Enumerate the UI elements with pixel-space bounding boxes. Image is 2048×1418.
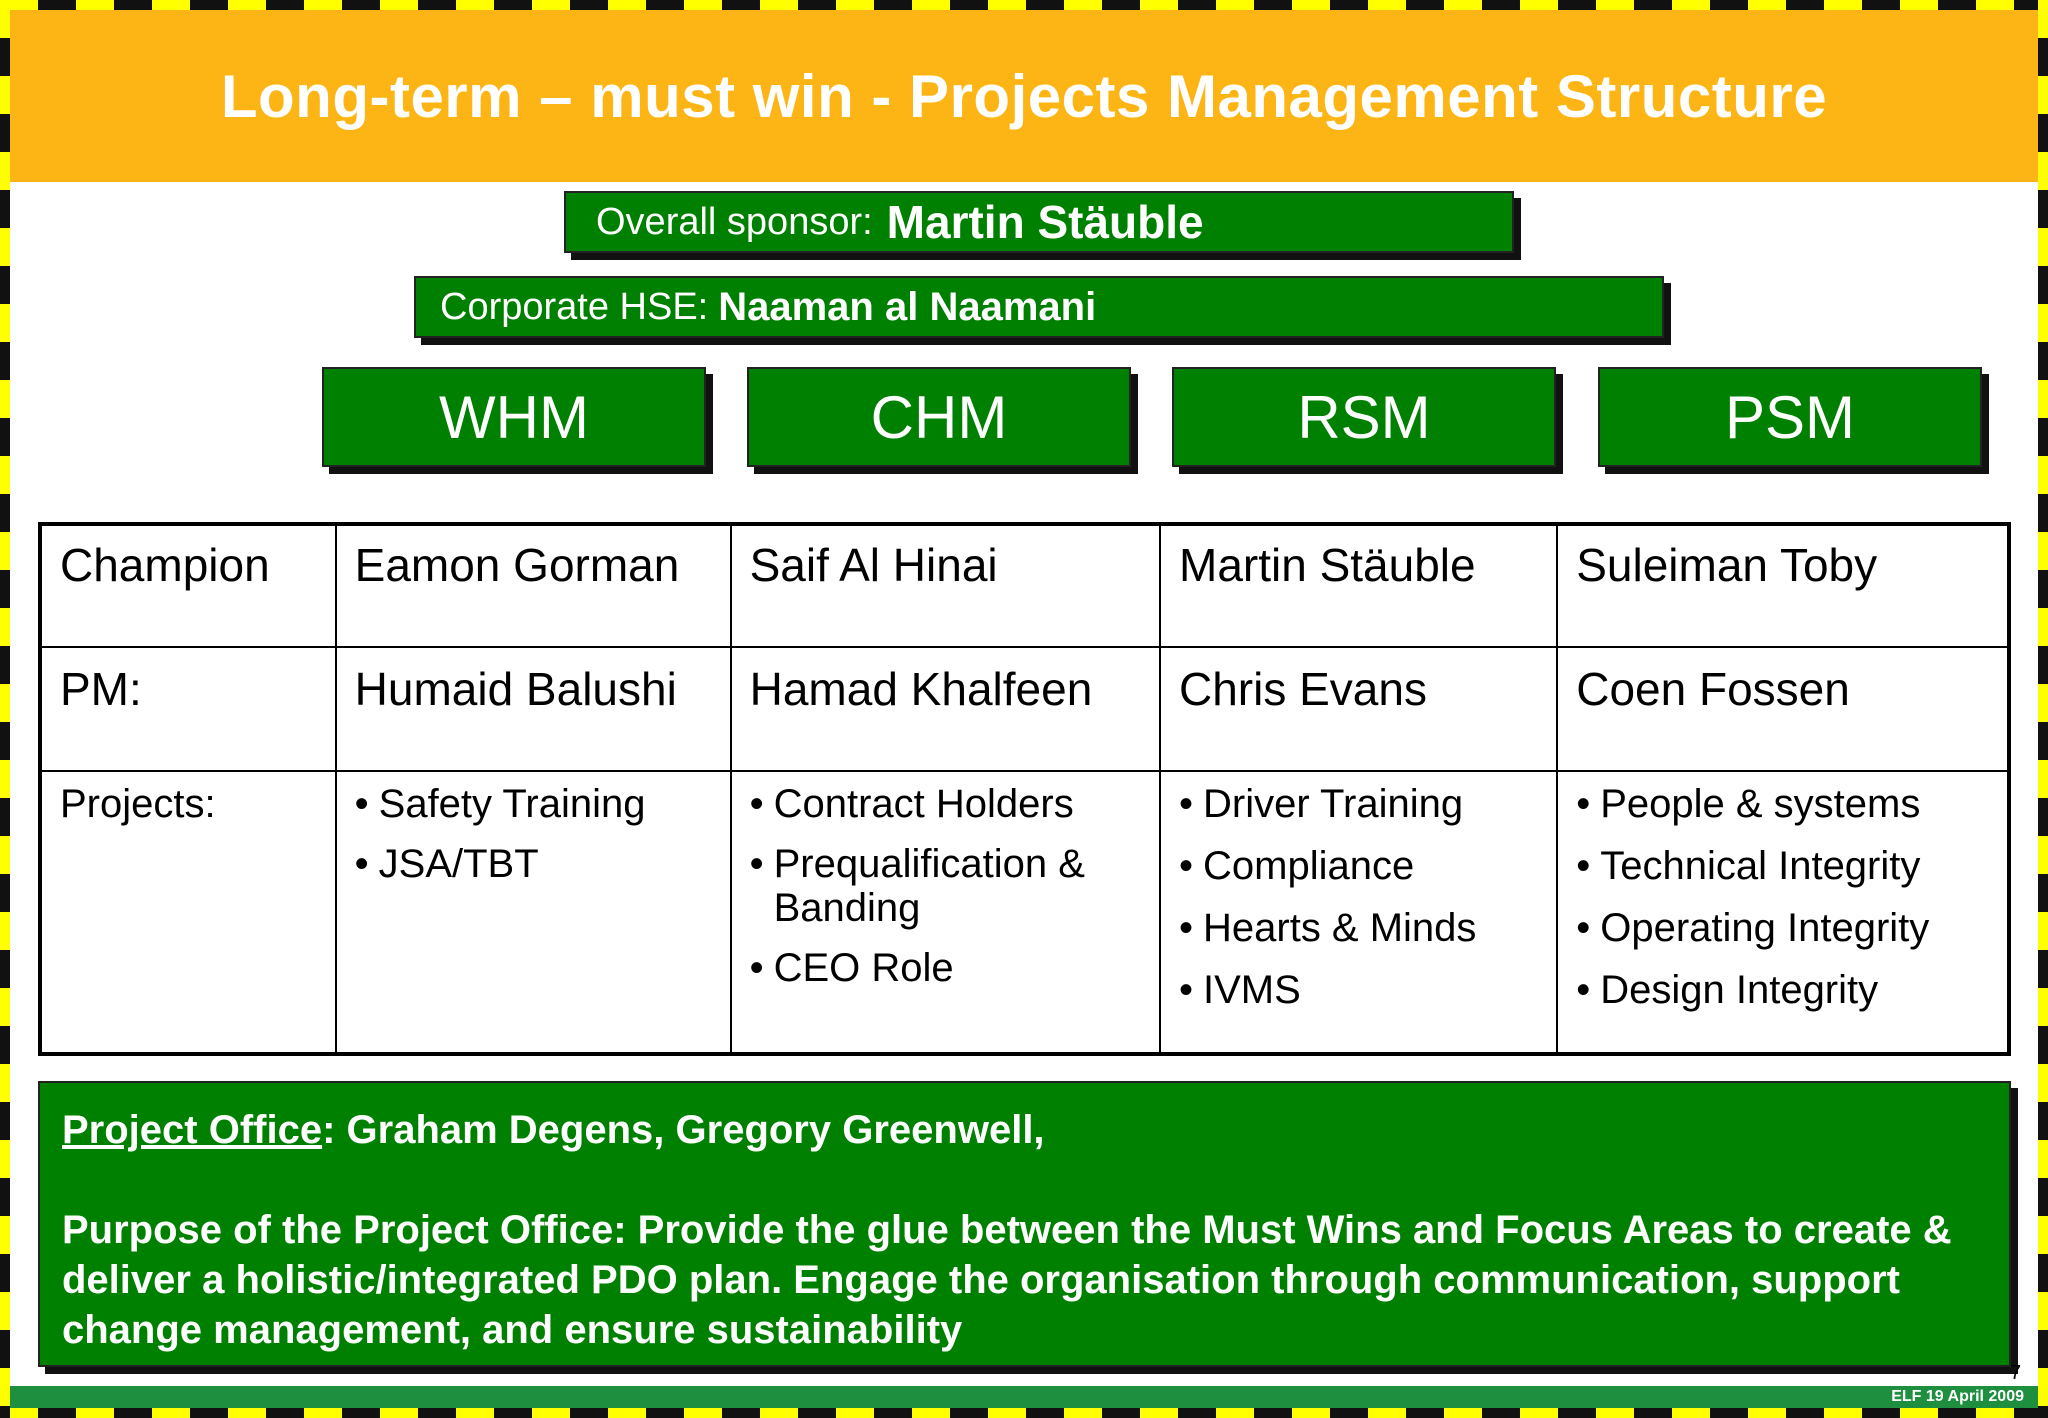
list-item: Contract Holders	[750, 782, 1159, 826]
list-item: Design Integrity	[1576, 968, 2007, 1012]
project-office-box: Project Office: Graham Degens, Gregory G…	[38, 1081, 2011, 1367]
overall-sponsor-box: Overall sponsor: Martin Stäuble	[564, 191, 1514, 253]
list-item: Hearts & Minds	[1179, 906, 1556, 950]
champion-cell: Martin Stäuble	[1158, 523, 1559, 648]
page-number: 7	[2010, 1362, 2022, 1384]
footer-text: ELF 19 April 2009	[1891, 1388, 2024, 1405]
title-bar: Long-term – must win - Projects Manageme…	[10, 10, 2038, 182]
project-office-purpose: Purpose of the Project Office: Provide t…	[62, 1208, 1952, 1352]
responsibility-table: Champion Eamon Gorman Saif Al Hinai Mart…	[38, 522, 2011, 1056]
sponsor-name: Martin Stäuble	[886, 196, 1204, 248]
project-office-names: : Graham Degens, Gregory Greenwell,	[322, 1108, 1045, 1152]
hse-name: Naaman al Naamani	[718, 284, 1097, 329]
project-list: Contract Holders Prequalification & Band…	[750, 782, 1159, 990]
table-row-pm: PM: Humaid Balushi Hamad Khalfeen Chris …	[39, 646, 2010, 772]
projects-cell: Safety Training JSA/TBT	[334, 770, 732, 1055]
project-list: People & systems Technical Integrity Ope…	[1576, 782, 2007, 1012]
champion-cell: Suleiman Toby	[1556, 523, 2010, 648]
projects-cell: People & systems Technical Integrity Ope…	[1556, 770, 2010, 1055]
project-office-label: Project Office	[62, 1108, 323, 1152]
list-item: CEO Role	[750, 946, 1159, 990]
dept-box-whm: WHM	[322, 367, 706, 467]
list-item: IVMS	[1179, 968, 1556, 1012]
list-item: Operating Integrity	[1576, 906, 2007, 950]
pm-cell: Coen Fossen	[1556, 646, 2010, 772]
project-list: Driver Training Compliance Hearts & Mind…	[1179, 782, 1556, 1012]
pm-cell: Chris Evans	[1158, 646, 1559, 772]
dept-box-rsm: RSM	[1172, 367, 1556, 467]
champion-cell: Eamon Gorman	[334, 523, 732, 648]
pm-cell: Hamad Khalfeen	[729, 646, 1162, 772]
slide: Long-term – must win - Projects Manageme…	[10, 10, 2038, 1408]
champion-cell: Saif Al Hinai	[729, 523, 1162, 648]
projects-cell: Driver Training Compliance Hearts & Mind…	[1158, 770, 1559, 1055]
list-item: Compliance	[1179, 844, 1556, 888]
row-label-champion: Champion	[39, 523, 337, 648]
table-row-projects: Projects: Safety Training JSA/TBT Contra…	[39, 770, 2010, 1055]
dept-box-psm: PSM	[1598, 367, 1982, 467]
list-item: Driver Training	[1179, 782, 1556, 826]
sponsor-label: Overall sponsor:	[596, 200, 873, 243]
list-item: Prequalification & Banding	[750, 842, 1134, 930]
project-office-members: Project Office: Graham Degens, Gregory G…	[62, 1105, 2009, 1155]
slide-title: Long-term – must win - Projects Manageme…	[220, 62, 1828, 130]
list-item: Technical Integrity	[1576, 844, 2007, 888]
hse-label: Corporate HSE:	[440, 285, 709, 328]
row-label-pm: PM:	[39, 646, 337, 772]
table-row-champion: Champion Eamon Gorman Saif Al Hinai Mart…	[39, 523, 2010, 648]
bottom-bar	[10, 1386, 2038, 1408]
projects-cell: Contract Holders Prequalification & Band…	[729, 770, 1162, 1055]
list-item: Safety Training	[355, 782, 730, 826]
project-list: Safety Training JSA/TBT	[355, 782, 730, 886]
pm-cell: Humaid Balushi	[334, 646, 732, 772]
list-item: JSA/TBT	[355, 842, 730, 886]
corporate-hse-box: Corporate HSE: Naaman al Naamani	[414, 276, 1664, 338]
list-item: People & systems	[1576, 782, 2007, 826]
dept-box-chm: CHM	[747, 367, 1131, 467]
row-label-projects: Projects:	[39, 770, 337, 1055]
